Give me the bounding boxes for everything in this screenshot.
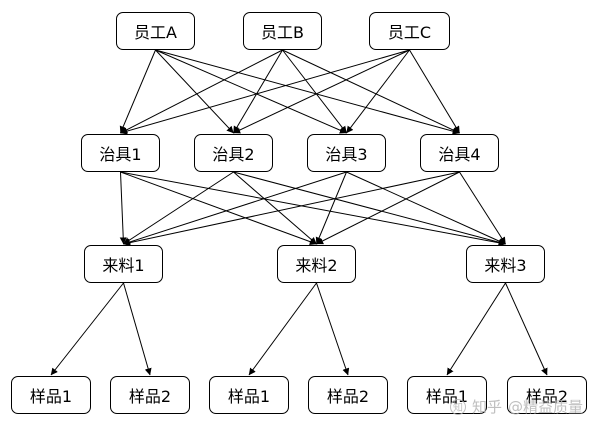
edge-m2-s3 <box>248 282 317 376</box>
edge-eC-f2 <box>233 49 410 134</box>
edge-eC-f1 <box>120 49 410 135</box>
employee-node-b: 员工B <box>243 12 322 50</box>
edge-m1-s1 <box>50 282 124 376</box>
edge-f4-m3 <box>459 171 506 245</box>
sample-node: 样品2 <box>308 376 388 414</box>
edge-f1-m3 <box>120 171 506 247</box>
fixture-node-2: 治具2 <box>194 134 273 172</box>
edge-eA-f3 <box>155 49 347 134</box>
edge-f2-m3 <box>233 171 506 246</box>
edge-f3-m2 <box>315 171 347 245</box>
edge-f1-m1 <box>119 171 127 245</box>
employee-node-c: 员工C <box>369 12 450 50</box>
fixture-node-3: 治具3 <box>307 134 386 172</box>
edge-m1-s2 <box>123 282 152 376</box>
sample-node: 样品1 <box>209 376 289 414</box>
edge-f4-m2 <box>316 171 460 245</box>
edge-eA-f4 <box>155 49 460 135</box>
edge-eB-f3 <box>282 49 347 134</box>
sample-node: 样品2 <box>110 376 190 414</box>
edge-f2-m1 <box>123 171 234 245</box>
fixture-node-4: 治具4 <box>420 134 499 172</box>
edge-f3-m1 <box>123 171 347 246</box>
edge-f1-m2 <box>120 171 317 245</box>
edge-eC-f4 <box>409 49 460 134</box>
edge-f2-m2 <box>233 171 317 245</box>
edge-eA-f1 <box>119 49 156 134</box>
employee-node-a: 员工A <box>116 12 195 50</box>
material-node-1: 来料1 <box>84 245 163 283</box>
fixture-node-1: 治具1 <box>81 134 160 172</box>
edge-eB-f4 <box>282 49 460 134</box>
sample-node: 样品2 <box>507 376 587 414</box>
edge-eB-f2 <box>233 49 283 134</box>
edge-m2-s4 <box>316 282 350 376</box>
material-node-3: 来料3 <box>466 245 545 283</box>
edge-eB-f1 <box>120 49 283 134</box>
sample-node: 样品1 <box>407 376 487 414</box>
sample-node: 样品1 <box>11 376 91 414</box>
edge-f3-m3 <box>346 171 506 245</box>
edge-eC-f3 <box>346 49 410 134</box>
edge-m3-s6 <box>505 282 548 376</box>
material-node-2: 来料2 <box>277 245 356 283</box>
edge-eA-f2 <box>155 49 234 134</box>
edge-m3-s5 <box>446 282 506 376</box>
edge-f4-m1 <box>123 171 460 247</box>
